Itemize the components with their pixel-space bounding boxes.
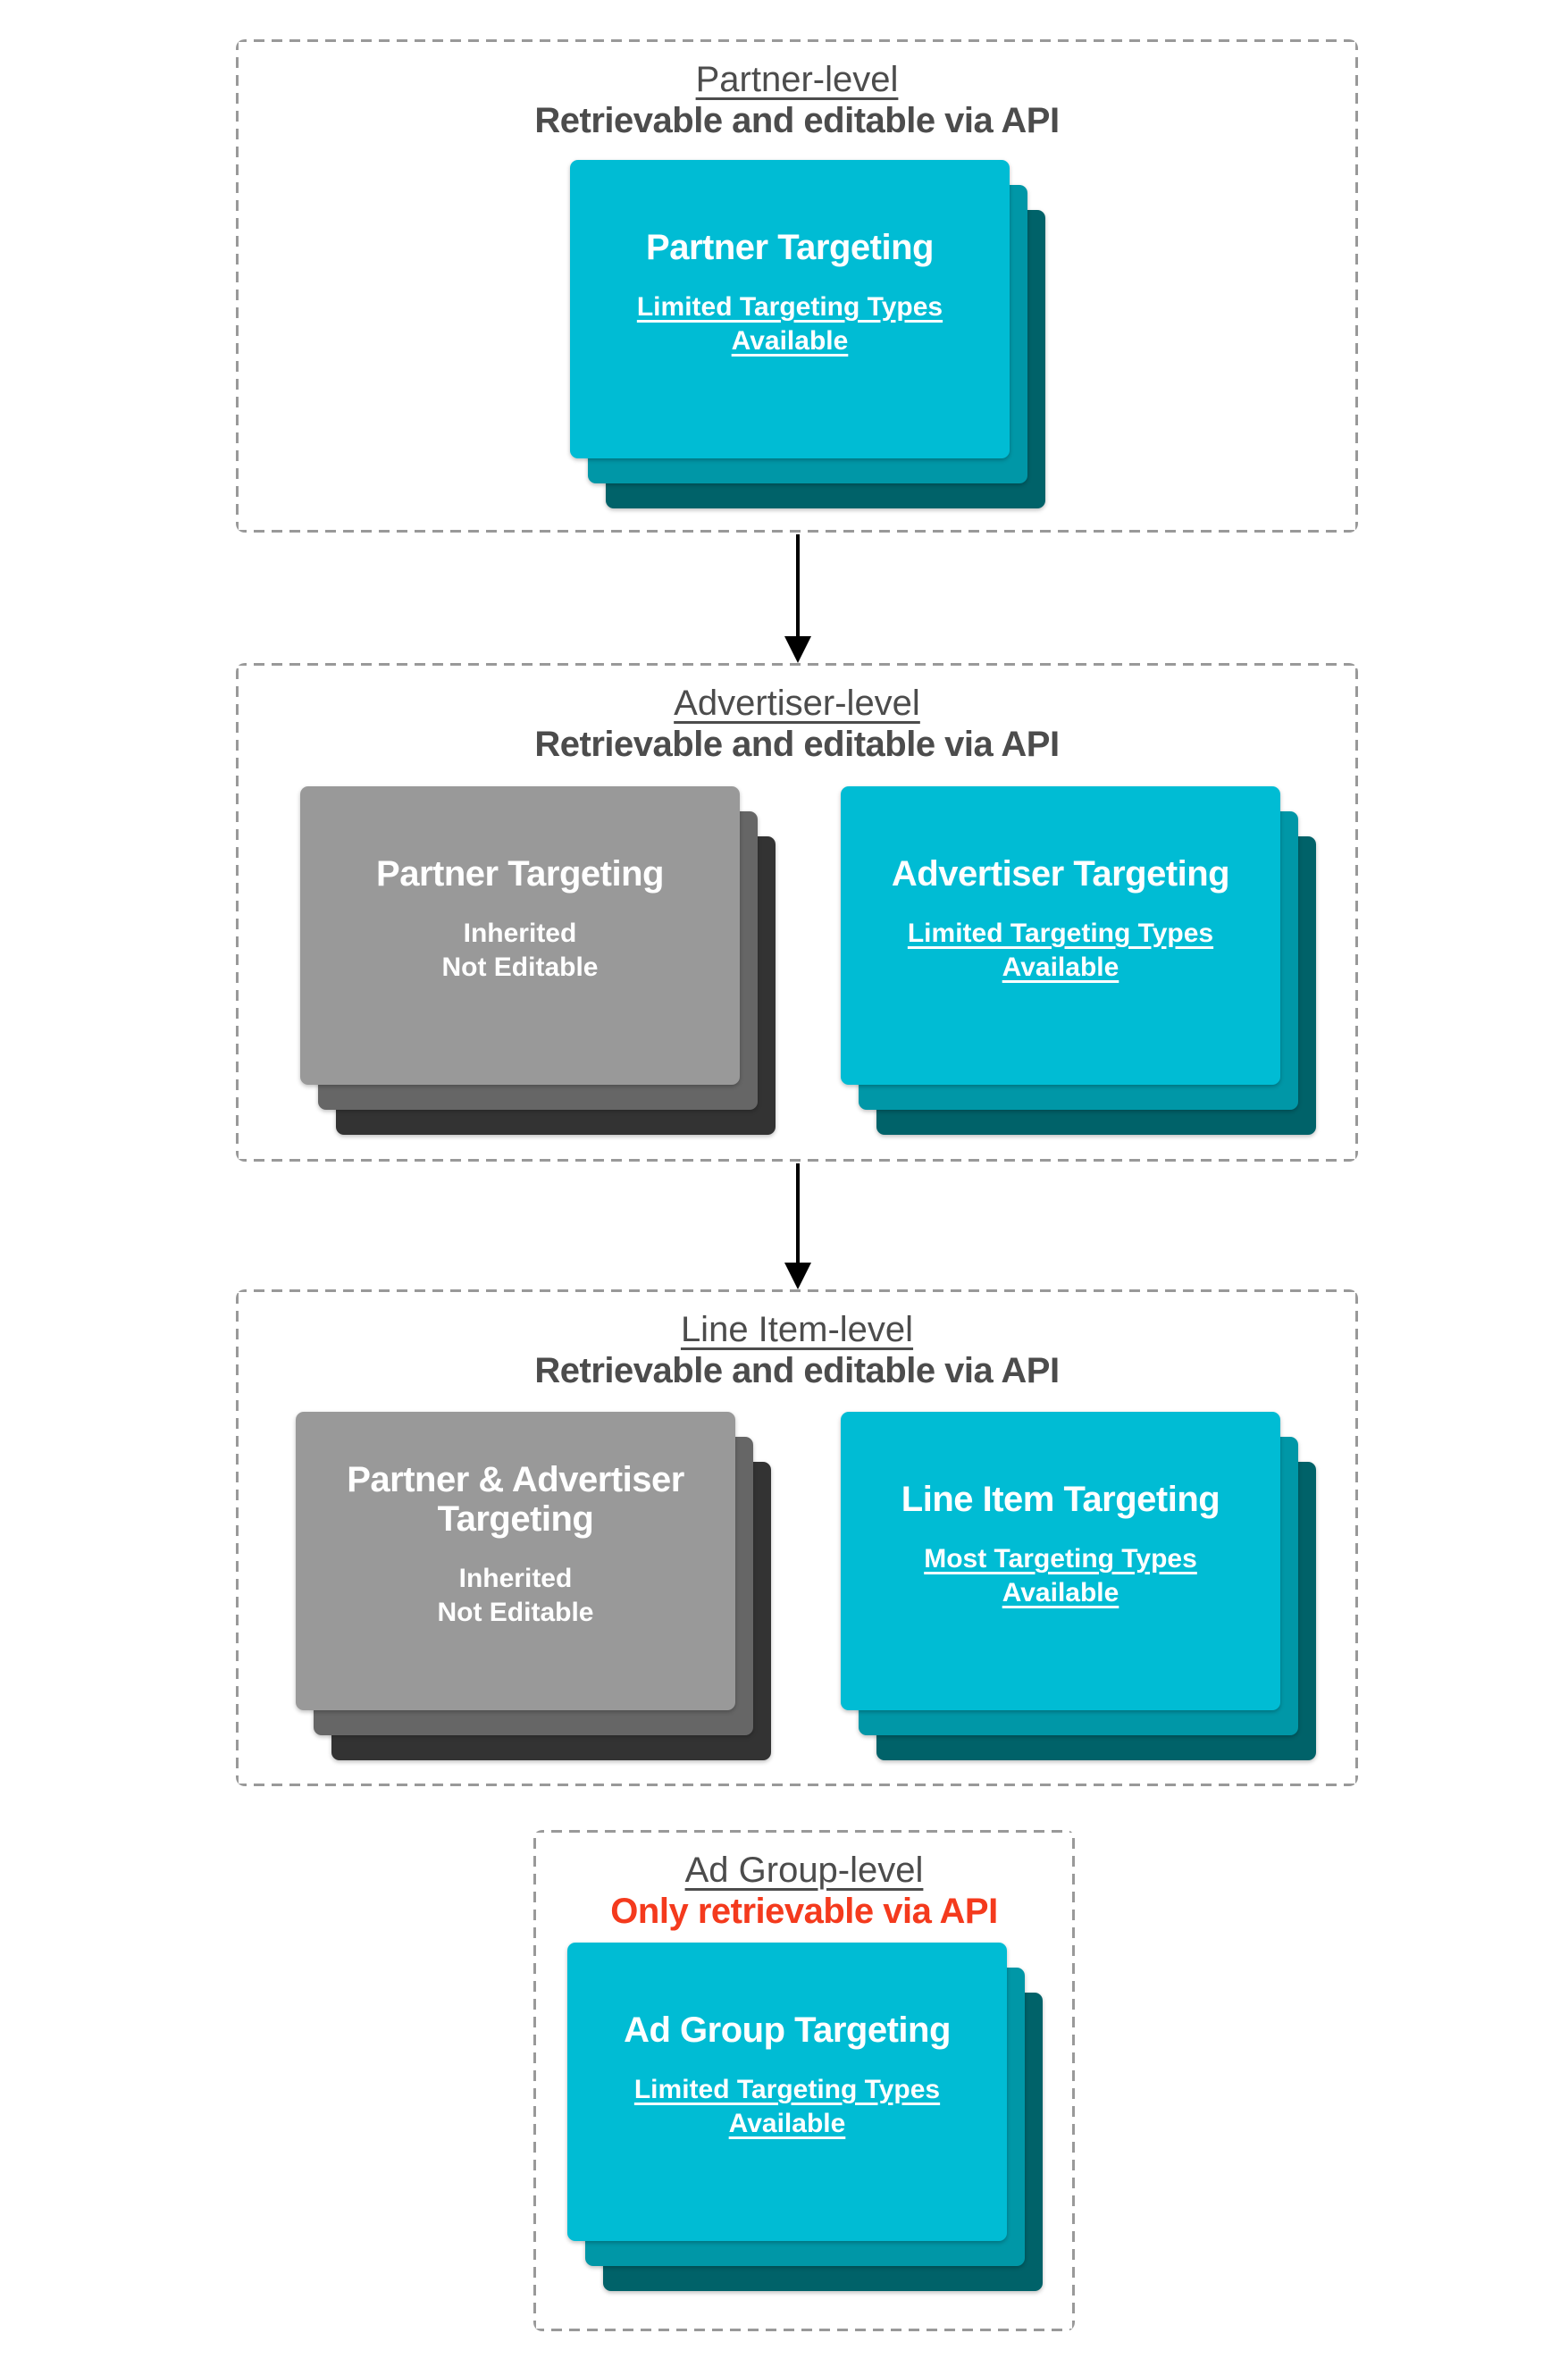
card-partner-targeting: Partner Targeting Limited Targeting Type… — [570, 160, 1010, 458]
card-subtitle: Inherited Not Editable — [437, 1562, 593, 1630]
card-stack-partner-targeting-inherited: Partner Targeting Inherited Not Editable — [300, 786, 776, 1135]
card-title: Partner Targeting — [646, 228, 934, 267]
card-subtitle-line: Available — [1002, 953, 1119, 982]
flow-arrow-2 — [784, 1163, 812, 1289]
arrow-down-icon — [784, 1263, 811, 1289]
card-subtitle-line: Available — [731, 326, 849, 356]
card-subtitle-line: Inherited — [458, 1564, 573, 1593]
section-title: Line Item-level — [680, 1310, 914, 1349]
section-line-item-level: Line Item-level Retrievable and editable… — [236, 1289, 1358, 1786]
arrow-line — [796, 534, 800, 636]
card-content: Advertiser Targeting Limited Targeting T… — [841, 770, 1280, 1069]
card-line-item-targeting: Line Item Targeting Most Targeting Types… — [841, 1412, 1280, 1710]
card-subtitle-line: Available — [728, 2109, 846, 2138]
card-title: Partner & Advertiser Targeting — [347, 1460, 684, 1539]
card-subtitle: Limited Targeting Types Available — [908, 917, 1213, 985]
card-subtitle: Most Targeting Types Available — [924, 1542, 1197, 1610]
card-title: Partner Targeting — [376, 854, 664, 894]
section-title: Partner-level — [695, 60, 899, 99]
card-title: Advertiser Targeting — [891, 854, 1230, 894]
card-subtitle-line: Limited Targeting Types — [633, 2075, 941, 2104]
card-content: Partner Targeting Inherited Not Editable — [300, 770, 740, 1069]
section-subtitle: Only retrievable via API — [610, 1892, 998, 1931]
card-stack-partner-advertiser-targeting: Partner & Advertiser Targeting Inherited… — [296, 1412, 771, 1760]
card-subtitle-line: Available — [1002, 1578, 1119, 1607]
section-subtitle: Retrievable and editable via API — [534, 1351, 1060, 1390]
card-title: Line Item Targeting — [901, 1480, 1220, 1519]
card-content: Partner Targeting Limited Targeting Type… — [570, 144, 1010, 442]
card-stack-line-item-targeting: Line Item Targeting Most Targeting Types… — [841, 1412, 1316, 1760]
card-subtitle: Limited Targeting Types Available — [634, 2073, 940, 2141]
card-content: Partner & Advertiser Targeting Inherited… — [296, 1396, 735, 1694]
card-content: Ad Group Targeting Limited Targeting Typ… — [567, 1926, 1007, 2225]
card-subtitle-line: Not Editable — [441, 953, 599, 982]
card-subtitle-line: Inherited — [463, 919, 577, 948]
card-stack-partner-targeting: Partner Targeting Limited Targeting Type… — [570, 160, 1045, 508]
card-subtitle-line: Limited Targeting Types — [636, 292, 943, 322]
card-subtitle: Limited Targeting Types Available — [637, 290, 943, 358]
card-subtitle-line: Limited Targeting Types — [907, 919, 1214, 948]
card-stack-ad-group-targeting: Ad Group Targeting Limited Targeting Typ… — [567, 1943, 1043, 2291]
card-subtitle: Inherited Not Editable — [441, 917, 598, 985]
arrow-line — [796, 1163, 800, 1263]
arrow-down-icon — [784, 636, 811, 663]
section-partner-level: Partner-level Retrievable and editable v… — [236, 39, 1358, 533]
section-subtitle: Retrievable and editable via API — [534, 725, 1060, 764]
section-advertiser-level: Advertiser-level Retrievable and editabl… — [236, 663, 1358, 1162]
card-content: Line Item Targeting Most Targeting Types… — [841, 1396, 1280, 1694]
section-title: Ad Group-level — [684, 1851, 924, 1890]
card-advertiser-targeting: Advertiser Targeting Limited Targeting T… — [841, 786, 1280, 1085]
card-ad-group-targeting: Ad Group Targeting Limited Targeting Typ… — [567, 1943, 1007, 2241]
card-stack-advertiser-targeting: Advertiser Targeting Limited Targeting T… — [841, 786, 1316, 1135]
card-subtitle-line: Most Targeting Types — [924, 1544, 1197, 1574]
section-subtitle: Retrievable and editable via API — [534, 101, 1060, 140]
card-partner-targeting-inherited: Partner Targeting Inherited Not Editable — [300, 786, 740, 1085]
card-title: Ad Group Targeting — [624, 2010, 951, 2050]
section-ad-group-level: Ad Group-level Only retrievable via API … — [533, 1830, 1075, 2331]
card-subtitle-line: Not Editable — [437, 1598, 594, 1627]
card-partner-advertiser-targeting: Partner & Advertiser Targeting Inherited… — [296, 1412, 735, 1710]
flow-arrow-1 — [784, 534, 812, 663]
section-title: Advertiser-level — [674, 684, 920, 723]
